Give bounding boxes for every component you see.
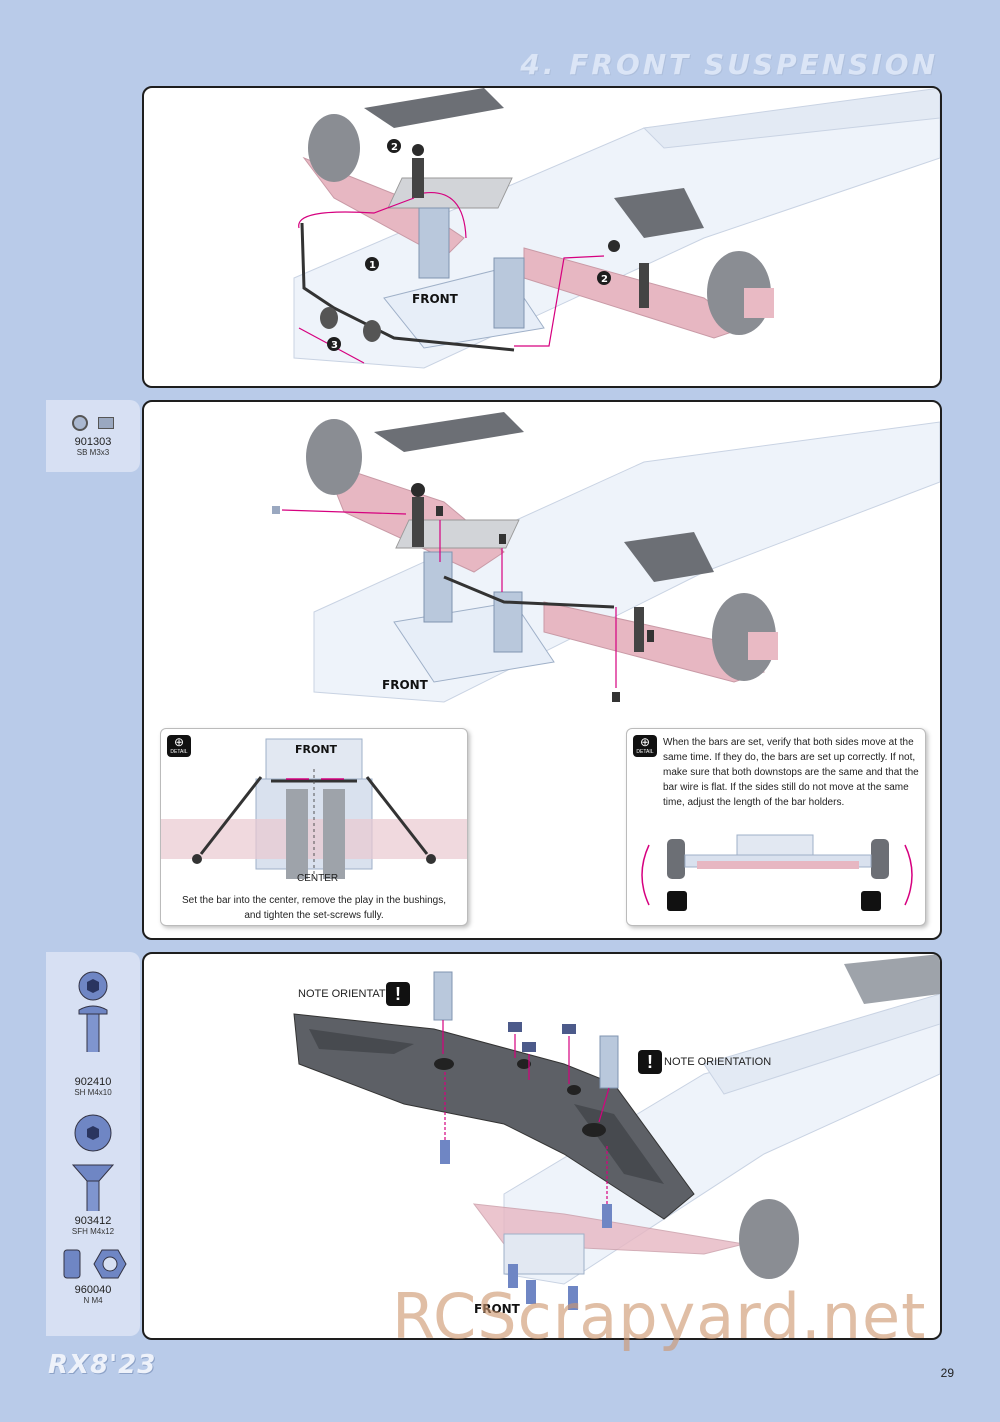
part-code-903412: 903412 bbox=[74, 1215, 112, 1227]
part-desc-960040: N M4 bbox=[83, 1296, 103, 1305]
detail-verify-illustration bbox=[641, 834, 913, 911]
detail-magnify-icon: ⊕DETAIL bbox=[167, 735, 191, 757]
step-2-panel: FRONT ⊕DETAIL FRONT CENTER Set the bar i… bbox=[142, 400, 942, 940]
step-callout-3: 3 bbox=[331, 340, 338, 351]
step-2-parts: 901303 SB M3x3 bbox=[46, 400, 140, 472]
part-code-960040: 960040 bbox=[74, 1284, 112, 1296]
part-desc-903412: SFH M4x12 bbox=[71, 1227, 115, 1236]
detail-left-caption: Set the bar into the center, remove the … bbox=[181, 895, 447, 921]
step-callout-2a: 2 bbox=[391, 142, 398, 153]
note-orientation-left: NOTE ORIENTATION bbox=[298, 988, 406, 1000]
part-desc-901303: SB M3x3 bbox=[76, 448, 110, 457]
button-head-screw-icon bbox=[78, 971, 108, 1052]
step-3-illustration bbox=[293, 954, 940, 1310]
note-orientation-right: NOTE ORIENTATION bbox=[664, 1056, 772, 1068]
detail-verify-bar: ⊕DETAIL When the bars are set, verify th… bbox=[626, 728, 926, 926]
page-number: 29 bbox=[940, 1366, 954, 1380]
step-3-parts: 902410 SH M4x10 903412 SFH M4x12 960040 … bbox=[46, 952, 140, 1336]
set-screw-top-icon bbox=[71, 414, 88, 431]
front-label: FRONT bbox=[474, 1302, 520, 1316]
step-callout-1: 1 bbox=[369, 260, 376, 271]
front-label: FRONT bbox=[382, 678, 428, 692]
front-label: FRONT bbox=[295, 743, 338, 756]
step-2-illustration bbox=[272, 412, 940, 703]
step-3-panel: NOTE ORIENTATION ! ! NOTE ORIENTATION FR… bbox=[142, 952, 942, 1340]
nut-icon bbox=[63, 1249, 127, 1279]
warning-icon-right: ! bbox=[638, 1050, 662, 1074]
set-screw-icons bbox=[46, 414, 140, 431]
detail-center-bar: ⊕DETAIL FRONT CENTER Set the bar into th… bbox=[160, 728, 468, 926]
watermark-text: RCScrapyard.net bbox=[392, 1280, 927, 1353]
center-label: CENTER bbox=[297, 873, 339, 884]
model-logo: RX8'23 bbox=[48, 1350, 157, 1380]
set-screw-side-icon bbox=[98, 416, 115, 429]
warning-icon-left: ! bbox=[386, 982, 410, 1006]
part-code-901303: 901303 bbox=[74, 436, 112, 448]
detail-magnify-icon: ⊕DETAIL bbox=[633, 735, 657, 757]
part-code-902410: 902410 bbox=[74, 1076, 112, 1088]
step-1-illustration: 1 2 2 3 bbox=[293, 88, 940, 369]
part-desc-902410: SH M4x10 bbox=[74, 1088, 112, 1097]
detail-center-illustration bbox=[161, 738, 467, 879]
section-title: 4. FRONT SUSPENSION bbox=[520, 48, 938, 81]
flat-head-screw-icon bbox=[71, 1114, 115, 1211]
step-1-panel: 1 2 2 3 FRONT bbox=[142, 86, 942, 388]
detail-right-caption: When the bars are set, verify that both … bbox=[663, 737, 919, 808]
step-callout-2b: 2 bbox=[601, 274, 608, 285]
front-label: FRONT bbox=[412, 292, 458, 306]
